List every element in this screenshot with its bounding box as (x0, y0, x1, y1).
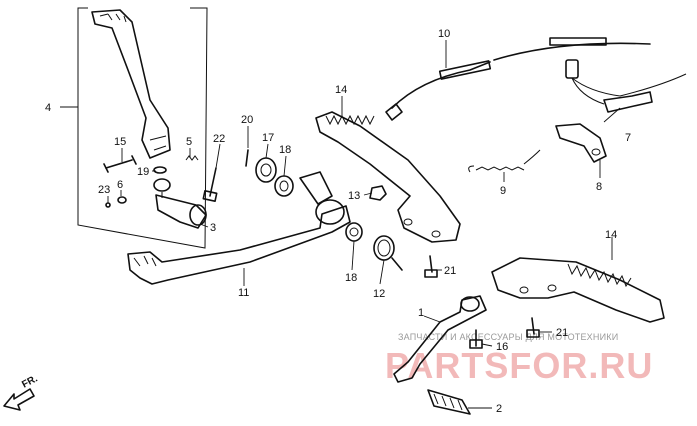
callout-5: 5 (186, 136, 192, 148)
washer-18-lower (345, 222, 363, 242)
return-spring-12 (373, 235, 403, 271)
spring-5 (185, 155, 199, 161)
callout-17: 17 (262, 132, 274, 144)
callout-10: 10 (438, 28, 450, 40)
callouts: 4 15 5 19 6 23 3 22 20 17 18 14 13 18 12… (45, 28, 631, 415)
switch-bracket (555, 123, 607, 163)
kick-starter-arm (91, 9, 171, 159)
watermark-brand: PARTSFOR.RU (385, 345, 653, 386)
nut-13 (369, 185, 387, 201)
callout-3: 3 (210, 222, 216, 234)
callout-12: 12 (373, 288, 385, 300)
brake-pedal (127, 171, 351, 285)
callout-23: 23 (98, 184, 110, 196)
watermark-caption: ЗАПЧАСТИ И АКСЕССУАРЫ ДЛЯ МОТОТЕХНИКИ (398, 332, 618, 342)
front-direction-arrow: FR. (3, 373, 40, 411)
pin-20 (245, 149, 249, 167)
bolt-21-lower (526, 317, 540, 338)
callout-1: 1 (418, 307, 424, 319)
pin-6 (117, 196, 127, 204)
callout-14-lower: 14 (605, 229, 617, 241)
kick-starter-boss (153, 178, 207, 229)
callout-9: 9 (500, 185, 506, 197)
bolt-22 (202, 167, 218, 202)
callout-14-upper: 14 (335, 84, 347, 96)
washer-18-upper (274, 175, 294, 197)
step-bracket-lower (491, 257, 665, 323)
callout-18-upper: 18 (279, 144, 291, 156)
callout-2: 2 (496, 403, 502, 415)
callout-19: 19 (137, 166, 149, 178)
callout-21-lower: 21 (556, 327, 568, 339)
step-bracket-upper (315, 111, 461, 243)
callout-6: 6 (117, 179, 123, 191)
callout-13: 13 (348, 190, 360, 202)
switch-spring (468, 149, 541, 173)
callout-20: 20 (241, 114, 253, 126)
bolt-15 (103, 155, 137, 173)
washer-19 (153, 166, 167, 174)
callout-15: 15 (114, 136, 126, 148)
ball-23 (105, 202, 111, 208)
callout-11: 11 (238, 287, 249, 299)
callout-16: 16 (496, 341, 508, 353)
brake-cable (385, 37, 651, 121)
front-direction-label: FR. (20, 373, 40, 390)
kick-starter-group-bracket (77, 7, 208, 249)
collar-17 (255, 157, 277, 183)
callout-8: 8 (596, 181, 602, 193)
callout-21-upper: 21 (444, 265, 456, 277)
callout-4: 4 (45, 102, 51, 114)
callout-18-lower: 18 (345, 272, 357, 284)
gearshift-pedal-rubber (427, 389, 471, 415)
gearshift-pedal (393, 295, 487, 383)
bolt-21-upper (424, 255, 438, 278)
callout-22: 22 (213, 133, 225, 145)
callout-7: 7 (625, 132, 631, 144)
leader-lines (60, 40, 621, 409)
brake-light-switch (565, 59, 687, 113)
